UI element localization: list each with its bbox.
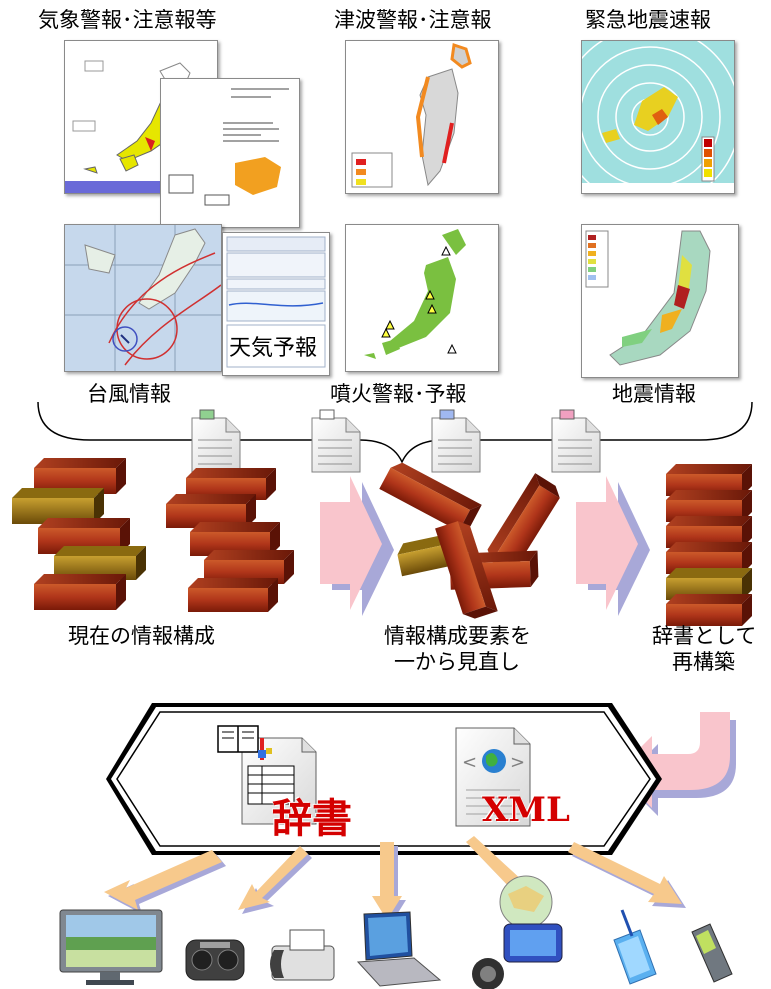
pda-icon: [613, 909, 657, 985]
forecast-graphic: [223, 233, 329, 375]
process-arrow: [320, 476, 394, 616]
grouping-brace: [37, 401, 753, 464]
label-rebuild-2: 再構築: [672, 650, 735, 674]
brick: [188, 578, 278, 612]
earthquake-map: [581, 224, 739, 378]
label-earthquake: 地震情報: [612, 382, 696, 406]
warning-document: [160, 78, 300, 228]
label-eew: 緊急地震速報: [585, 8, 711, 32]
xml-label: XML: [482, 790, 570, 830]
typhoon-map-graphic: [65, 225, 221, 371]
mobile-phone-icon: [691, 923, 733, 983]
eew-map: [581, 40, 735, 194]
volcano-map: [345, 224, 499, 372]
label-volcano: 噴火警報･予報: [330, 382, 467, 406]
document-icon: [551, 409, 601, 473]
typhoon-map: [64, 224, 222, 372]
dictionary-icon: [217, 725, 317, 825]
document-icon: [431, 409, 481, 473]
volcano-map-graphic: [346, 225, 498, 371]
earthquake-map-graphic: [582, 225, 738, 377]
output-arrow: [104, 850, 226, 914]
radio-icon: [185, 939, 245, 981]
label-review-1: 情報構成要素を: [384, 624, 531, 648]
brick: [435, 521, 498, 619]
brick-stack-current-1: [12, 458, 146, 610]
car-navigation-icon: [472, 875, 563, 989]
document-icon: [191, 409, 241, 473]
svg-text:>: >: [510, 752, 525, 773]
label-typhoon: 台風情報: [87, 382, 171, 406]
label-current-structure: 現在の情報構成: [68, 624, 215, 648]
warning-document-graphic: [161, 79, 299, 227]
hexagon-frame: [106, 703, 662, 855]
eew-map-graphic: [582, 41, 734, 193]
label-rebuild-1: 辞書として: [652, 624, 757, 648]
output-arrow: [238, 846, 312, 914]
brick: [34, 574, 126, 610]
brick: [666, 594, 752, 626]
forecast-panel: [222, 232, 330, 376]
laptop-icon: [356, 911, 442, 987]
process-arrow: [576, 476, 650, 616]
brick: [166, 494, 256, 528]
scattered-bricks: [379, 462, 560, 619]
label-review-2: 一から見直し: [394, 650, 520, 674]
tsunami-map: [345, 40, 499, 194]
brick-stack-current-2: [166, 468, 294, 612]
xml-document-icon: < >: [455, 727, 531, 827]
tsunami-map-graphic: [346, 41, 498, 193]
output-arrow: [568, 842, 686, 908]
svg-text:<: <: [462, 752, 477, 773]
label-tsunami-warning: 津波警報･注意報: [334, 8, 492, 32]
dictionary-label: 辞書: [272, 795, 352, 842]
output-arrow: [372, 842, 406, 924]
brick-stack-rebuilt: [666, 464, 752, 626]
tv-icon: [59, 909, 163, 985]
fax-icon: [270, 929, 335, 981]
forecast-overlay-label: 天気予報: [229, 336, 318, 361]
document-icon: [311, 409, 361, 473]
label-weather-warning: 気象警報･注意報等: [38, 8, 217, 32]
